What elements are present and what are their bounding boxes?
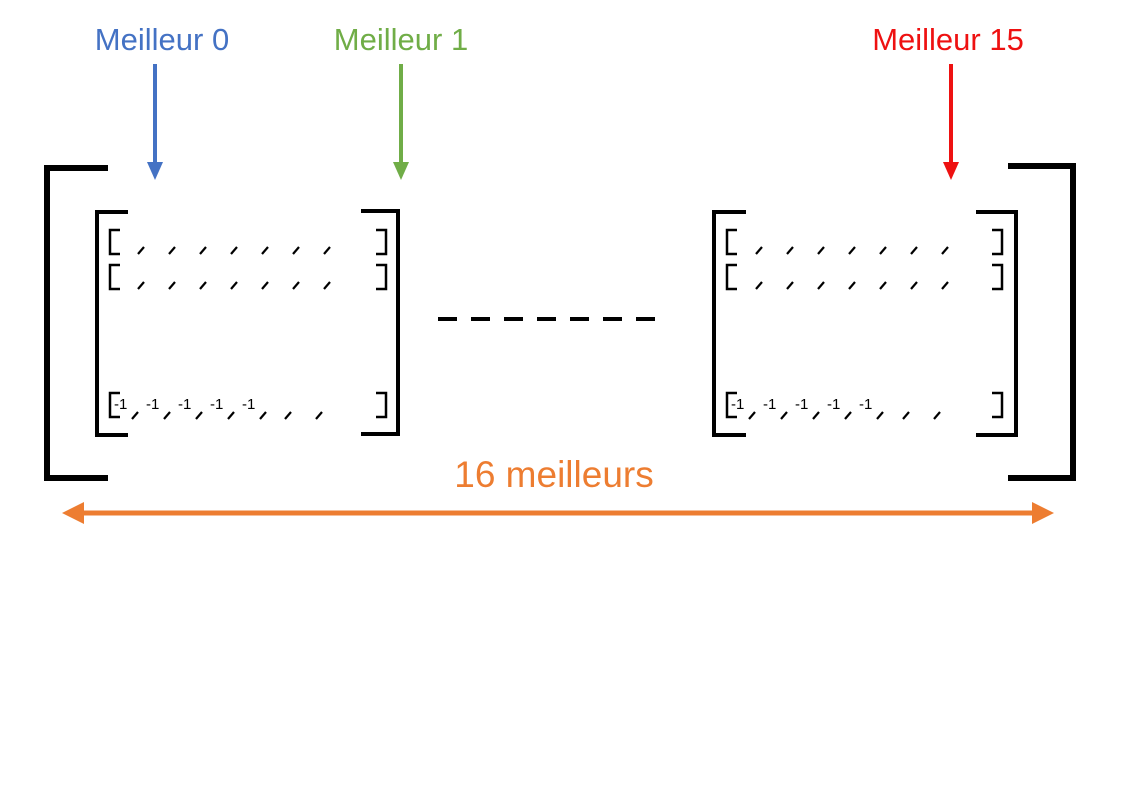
row-value: -1 <box>146 396 159 413</box>
row-comma <box>812 411 820 420</box>
row-comma <box>755 246 763 255</box>
matrix-rows: -1 -1 -1 -1 -1 -1 -1 -1 -1 -1 <box>108 228 1004 420</box>
row-comma <box>261 246 269 255</box>
row-value: -1 <box>242 396 255 413</box>
row-comma <box>755 281 763 290</box>
row-bracket-right <box>376 391 388 419</box>
row-comma <box>199 246 207 255</box>
row-comma <box>315 411 323 420</box>
row-bracket-left <box>725 228 737 256</box>
row-comma <box>230 246 238 255</box>
span-arrow <box>62 502 1054 524</box>
row-comma <box>259 411 267 420</box>
row-comma <box>941 281 949 290</box>
row-comma <box>848 281 856 290</box>
row-comma <box>910 246 918 255</box>
row-value: -1 <box>731 396 744 413</box>
row-comma <box>168 246 176 255</box>
row-bracket-right <box>992 391 1004 419</box>
matrix-meilleur-15 <box>712 210 1018 437</box>
row-bracket-left <box>108 391 120 419</box>
row-comma <box>195 411 203 420</box>
row-comma <box>786 246 794 255</box>
row-comma <box>817 246 825 255</box>
row-bracket-right <box>992 228 1004 256</box>
row-comma <box>748 411 756 420</box>
row-comma <box>323 246 331 255</box>
row-bracket-right <box>376 263 388 291</box>
row-comma <box>786 281 794 290</box>
arrow-meilleur-15 <box>943 64 959 180</box>
row-comma <box>876 411 884 420</box>
label-meilleur-0: Meilleur 0 <box>95 22 229 57</box>
row-comma <box>227 411 235 420</box>
row-bracket-right <box>376 228 388 256</box>
row-value: -1 <box>795 396 808 413</box>
row-comma <box>163 411 171 420</box>
row-comma <box>933 411 941 420</box>
arrow-meilleur-1 <box>393 64 409 180</box>
row-value: -1 <box>178 396 191 413</box>
row-comma <box>199 281 207 290</box>
row-comma <box>817 281 825 290</box>
arrow-meilleur-0 <box>147 64 163 180</box>
row-comma <box>780 411 788 420</box>
row-bracket-right <box>992 263 1004 291</box>
row-comma <box>941 246 949 255</box>
span-label: 16 meilleurs <box>454 454 653 495</box>
label-meilleur-1: Meilleur 1 <box>334 22 468 57</box>
row-comma <box>137 281 145 290</box>
row-bracket-left <box>108 228 120 256</box>
outer-bracket-right <box>1008 163 1076 481</box>
row-value: -1 <box>859 396 872 413</box>
row-comma <box>902 411 910 420</box>
row-value: -1 <box>827 396 840 413</box>
row-comma <box>910 281 918 290</box>
row-comma <box>168 281 176 290</box>
row-comma <box>323 281 331 290</box>
row-comma <box>292 281 300 290</box>
row-comma <box>879 281 887 290</box>
row-comma <box>844 411 852 420</box>
row-comma <box>230 281 238 290</box>
row-value: -1 <box>763 396 776 413</box>
row-comma <box>261 281 269 290</box>
row-value: -1 <box>210 396 223 413</box>
row-comma <box>879 246 887 255</box>
matrix-meilleur-0 <box>95 209 400 437</box>
row-comma <box>292 246 300 255</box>
row-comma <box>137 246 145 255</box>
outer-bracket-left <box>44 165 108 481</box>
row-value: -1 <box>114 396 127 413</box>
row-comma <box>284 411 292 420</box>
row-bracket-left <box>725 391 737 419</box>
label-meilleur-15: Meilleur 15 <box>872 22 1024 57</box>
row-bracket-left <box>725 263 737 291</box>
row-comma <box>131 411 139 420</box>
row-bracket-left <box>108 263 120 291</box>
row-comma <box>848 246 856 255</box>
